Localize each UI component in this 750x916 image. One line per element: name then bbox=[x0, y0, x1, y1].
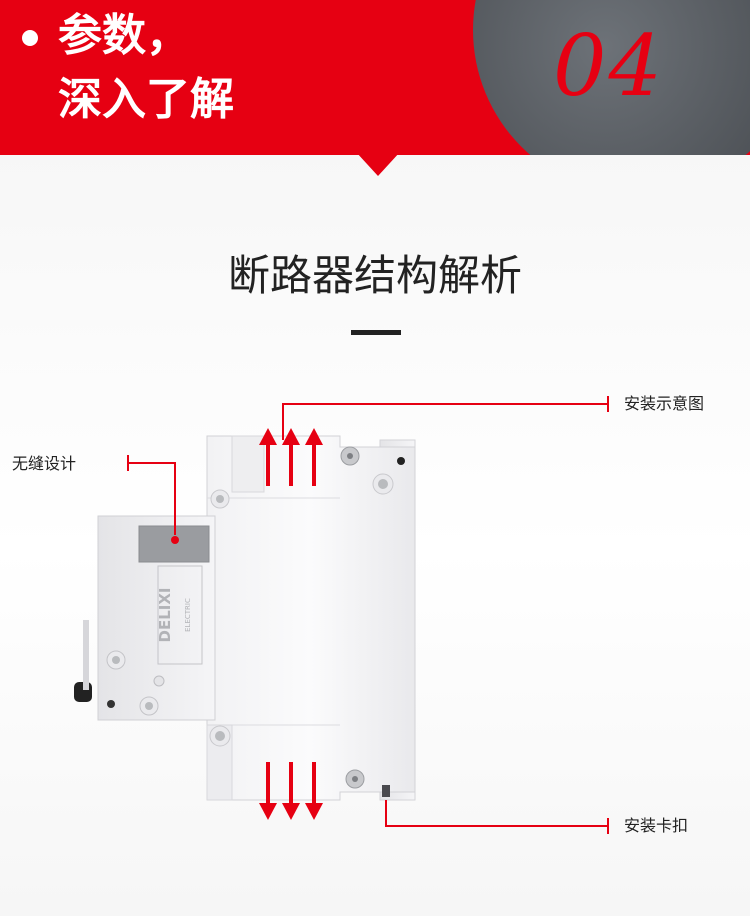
title-divider bbox=[351, 330, 401, 335]
breaker-main-housing bbox=[206, 435, 416, 801]
breaker-front-panel: DELIXI ELECTRIC bbox=[74, 515, 216, 721]
banner-circle bbox=[473, 0, 750, 155]
banner-pointer-icon bbox=[356, 152, 400, 176]
section-number: 04 bbox=[553, 17, 664, 115]
banner-heading-line2: 深入了解 bbox=[58, 74, 234, 125]
callout-installation-diagram: 安装示意图 bbox=[624, 394, 705, 413]
callout-seamless-design: 无缝设计 bbox=[12, 454, 77, 473]
header-banner: 参数， 深入了解 04 bbox=[0, 0, 750, 155]
brand-logo-text: DELIXI bbox=[156, 588, 174, 643]
banner-heading-line1: 参数， bbox=[58, 10, 190, 61]
section-title: 断路器结构解析 bbox=[227, 251, 522, 300]
callout-mounting-clip: 安装卡扣 bbox=[624, 816, 689, 835]
leader-installation-diagram bbox=[282, 396, 609, 440]
install-up-arrows-icon bbox=[259, 428, 323, 486]
leader-seamless-design bbox=[127, 455, 176, 535]
install-down-arrows-icon bbox=[259, 762, 323, 820]
seamless-point-icon bbox=[171, 536, 179, 544]
brand-sub-text: ELECTRIC bbox=[184, 598, 192, 632]
bullet-dot-icon bbox=[22, 30, 38, 46]
leader-mounting-clip bbox=[385, 800, 609, 834]
